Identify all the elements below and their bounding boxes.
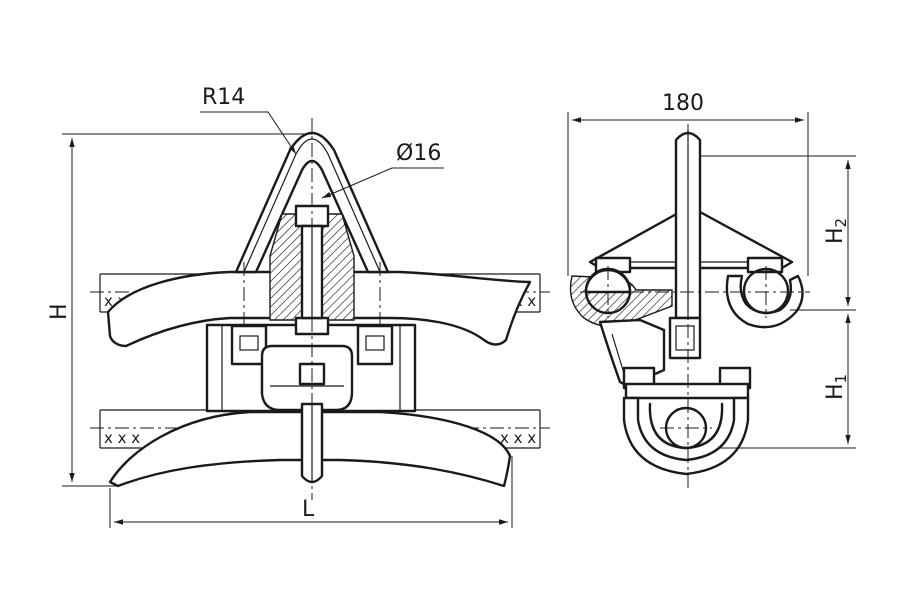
width-label: 180 xyxy=(662,91,704,116)
length-dimension: L xyxy=(109,456,513,528)
triangular-hanger xyxy=(234,132,390,274)
diameter-label: Ø16 xyxy=(396,141,441,166)
h1-dimension: H1 xyxy=(720,314,856,449)
h1-subscript: 1 xyxy=(832,374,850,384)
side-lower-clamp xyxy=(622,366,752,476)
side-left-hook xyxy=(569,267,673,327)
height-dimension: H xyxy=(47,133,312,487)
svg-text:x x x: x x x xyxy=(104,429,140,447)
height-label: H xyxy=(47,303,72,320)
width-dimension: 180 xyxy=(567,91,809,276)
svg-text:H1: H1 xyxy=(823,374,850,400)
svg-text:x x x: x x x xyxy=(500,429,536,447)
h2-dimension: H2 xyxy=(700,155,856,311)
h1-label: H xyxy=(823,383,848,400)
spacer-body xyxy=(205,323,417,413)
h2-subscript: 2 xyxy=(832,218,850,228)
side-view: 180 H2 H1 xyxy=(567,91,856,488)
radius-annotation: R14 xyxy=(200,85,297,155)
front-view: x x x x x x x x x x x x xyxy=(47,85,550,528)
side-nut-block xyxy=(668,316,702,360)
diameter-annotation: Ø16 xyxy=(321,141,444,199)
svg-text:H2: H2 xyxy=(823,218,850,244)
length-label: L xyxy=(302,497,315,522)
h2-label: H xyxy=(823,227,848,244)
side-right-hook xyxy=(725,267,804,329)
radius-label: R14 xyxy=(202,85,245,110)
